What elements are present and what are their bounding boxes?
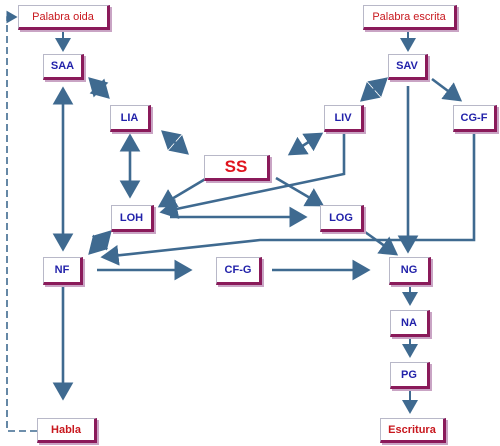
arrow-liv-ss [287, 132, 324, 156]
arrow-saa-lia [88, 77, 110, 99]
node-palabra-oida: Palabra oida [18, 5, 110, 30]
node-sav: SAV [388, 54, 428, 80]
node-loh: LOH [111, 205, 154, 232]
dashed-feedback-arrow [6, 10, 37, 432]
node-cg-f: CG-F [453, 105, 497, 132]
node-ng: NG [389, 257, 431, 285]
node-habla: Habla [37, 418, 97, 443]
node-ss: SS [204, 155, 270, 181]
node-pg: PG [390, 362, 430, 389]
arrow-log-ng [364, 230, 399, 256]
node-liv: LIV [324, 105, 364, 132]
arrow-sav-liv [360, 77, 388, 102]
node-cf-g: CF-G [216, 257, 262, 285]
arrow-ss-loh [157, 176, 208, 208]
node-nf: NF [43, 257, 83, 285]
node-saa: SAA [43, 54, 84, 80]
node-escritura: Escritura [380, 418, 446, 443]
arrow-cgf-nf [100, 131, 476, 266]
node-palabra-escrita: Palabra escrita [363, 5, 457, 30]
arrow-lia-ss [161, 130, 189, 155]
node-log: LOG [320, 205, 364, 232]
arrow-liv-loh [159, 132, 346, 219]
node-na: NA [390, 310, 430, 337]
arrow-ss-log [275, 176, 325, 207]
node-lia: LIA [110, 105, 151, 132]
arrow-loh-nf [88, 230, 112, 255]
arrow-sav-cgf [431, 77, 463, 102]
